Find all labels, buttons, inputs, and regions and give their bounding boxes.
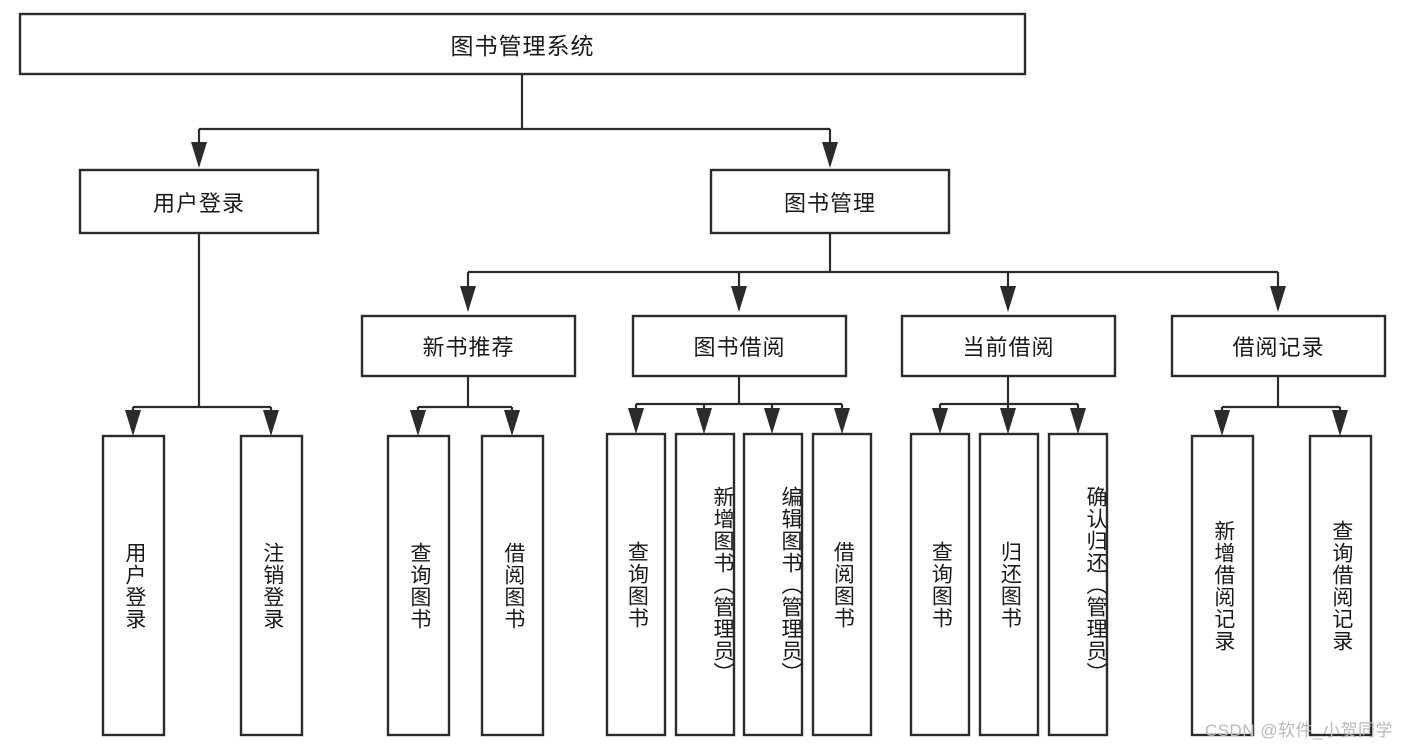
csdn-watermark: CSDN @软件_小贺同学 <box>1204 721 1393 740</box>
leaf-bb-add-book[interactable] <box>674 432 736 737</box>
leaf-cb-return-book[interactable] <box>978 432 1040 737</box>
node-new-book-recommend[interactable] <box>360 314 577 378</box>
arrow-to-leaf-user-login <box>125 410 141 436</box>
arrow-nbr-leaf-1 <box>410 410 426 436</box>
arrow-to-borrow-record <box>1270 286 1286 312</box>
arrow-cb-leaf-3 <box>1070 408 1086 434</box>
leaf-bb-query-book[interactable] <box>605 432 667 737</box>
leaf-nbr-query-book[interactable] <box>386 434 451 737</box>
node-user-login[interactable] <box>78 168 320 235</box>
node-current-borrow[interactable] <box>900 314 1117 378</box>
arrow-cb-leaf-2 <box>1000 408 1016 434</box>
arrow-root-to-book-manage <box>822 142 838 168</box>
leaf-cb-query-book[interactable] <box>909 432 971 737</box>
node-borrow-record[interactable] <box>1170 314 1387 378</box>
connector-layer <box>125 75 1348 436</box>
arrow-cb-leaf-1 <box>932 408 948 434</box>
leaf-br-query-record[interactable] <box>1308 434 1373 737</box>
arrow-nbr-leaf-2 <box>504 410 520 436</box>
leaf-nbr-borrow-book[interactable] <box>480 434 545 737</box>
leaf-bb-borrow-book[interactable] <box>811 432 873 737</box>
leaf-bb-edit-book[interactable] <box>742 432 804 737</box>
arrow-bb-leaf-4 <box>834 408 850 434</box>
arrow-bb-leaf-2 <box>696 408 712 434</box>
arrow-to-new-book-recommend <box>460 286 476 312</box>
node-book-borrow[interactable] <box>631 314 848 378</box>
arrow-root-to-user-login <box>191 142 207 168</box>
leaf-cb-confirm-return[interactable] <box>1047 432 1109 737</box>
arrow-to-book-borrow <box>731 286 747 312</box>
arrow-bb-leaf-3 <box>764 408 780 434</box>
arrow-br-leaf-2 <box>1332 410 1348 436</box>
leaf-user-login[interactable] <box>101 434 166 737</box>
arrow-bb-leaf-1 <box>628 408 644 434</box>
arrow-to-current-borrow <box>1000 286 1016 312</box>
arrow-br-leaf-1 <box>1214 410 1230 436</box>
node-book-manage[interactable] <box>709 168 951 235</box>
node-rect-layer <box>18 12 1387 737</box>
node-root[interactable] <box>18 12 1027 76</box>
arrow-to-leaf-user-logout <box>263 410 279 436</box>
leaf-br-add-record[interactable] <box>1190 434 1255 737</box>
leaf-user-logout[interactable] <box>239 434 304 737</box>
